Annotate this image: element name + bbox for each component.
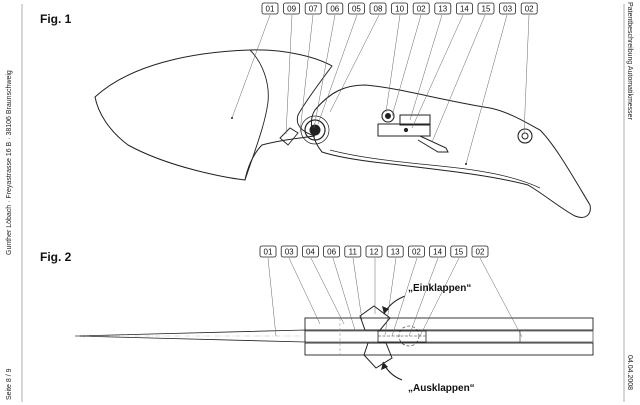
pivot-inner: [309, 124, 321, 136]
callout-label: 15: [482, 5, 491, 14]
lock-detent: [403, 127, 409, 133]
callout-label: 14: [460, 5, 469, 14]
figure-1-callouts: 01 09 07 06 05 08 10 02 13 14 15 03 02: [261, 2, 538, 15]
callout-label: 11: [349, 248, 358, 257]
callout-1-3: 07: [304, 2, 322, 15]
pivot-outer: [304, 119, 326, 141]
callout-1-11: 15: [477, 2, 495, 15]
lanyard-hole-outer: [517, 128, 533, 144]
callout-1-13: 02: [520, 2, 538, 15]
callout-1-1: 01: [261, 2, 279, 15]
callout-1-4: 06: [326, 2, 344, 15]
handle-scale-upper: [304, 317, 594, 331]
callout-1-7: 10: [391, 2, 409, 15]
figure-2-knife: [74, 257, 594, 381]
callout-label: 06: [330, 5, 339, 14]
callout-label: 07: [309, 5, 318, 14]
callout-2-4: 06: [323, 245, 341, 258]
ausklappen-label: „Ausklappen“: [408, 383, 475, 394]
callout-label: 01: [266, 5, 275, 14]
callout-2-11: 02: [471, 245, 489, 258]
release-lever: [417, 135, 449, 153]
callout-label: 10: [395, 5, 404, 14]
handle-outline: [311, 84, 591, 218]
callout-1-2: 09: [283, 2, 301, 15]
figure-1-leader-lines: [231, 14, 530, 165]
callout-label: 01: [264, 248, 273, 257]
pivot-ring: [300, 115, 330, 145]
lock-detail-box: [377, 330, 427, 343]
callout-label: 02: [476, 248, 485, 257]
close-arrowhead: [382, 306, 389, 314]
release-button-lower: [363, 342, 393, 369]
figure-2-leader-lines: [267, 257, 523, 338]
liner: [304, 330, 594, 343]
figure-1-leader-dots: [231, 117, 467, 165]
callout-label: 04: [306, 248, 315, 257]
callout-1-6: 08: [369, 2, 387, 15]
callout-label: 03: [503, 5, 512, 14]
lanyard-hole-inner: [521, 132, 529, 140]
callout-label: 02: [525, 5, 534, 14]
callout-label: 14: [433, 248, 442, 257]
callout-label: 09: [287, 5, 296, 14]
callout-label: 13: [391, 248, 400, 257]
callout-label: 08: [374, 5, 383, 14]
callout-2-2: 03: [280, 245, 298, 258]
callout-label: 06: [327, 248, 336, 257]
callout-1-10: 14: [455, 2, 473, 15]
callout-2-5: 11: [344, 245, 362, 258]
callout-2-8: 02: [407, 245, 425, 258]
figure-2-title: Fig. 2: [40, 250, 72, 264]
lock-housing: [377, 123, 431, 137]
callout-1-9: 13: [434, 2, 452, 15]
callout-label: 02: [417, 5, 426, 14]
blade-outline: [94, 49, 333, 181]
callout-2-3: 04: [301, 245, 319, 258]
callout-label: 02: [412, 248, 421, 257]
callout-label: 03: [285, 248, 294, 257]
callout-2-10: 15: [450, 245, 468, 258]
callout-2-6: 12: [365, 245, 383, 258]
callout-2-9: 14: [429, 245, 447, 258]
figure-1-knife: [94, 14, 591, 218]
pivot-top-view: [398, 325, 420, 347]
blade-notch: [279, 127, 299, 146]
open-arrow: [382, 361, 403, 381]
blade-edge: [244, 49, 269, 181]
figure-1-title: Fig. 1: [40, 12, 72, 26]
callout-2-1: 01: [259, 245, 277, 258]
callout-1-5: 05: [347, 2, 365, 15]
callout-label: 15: [454, 248, 463, 257]
lock-slider: [399, 114, 431, 126]
figure-2-callouts: 01 03 04 06 11 12 13 02 14 15 02: [259, 245, 489, 258]
spring-pin-core: [385, 113, 391, 119]
callout-2-7: 13: [386, 245, 404, 258]
release-button-upper: [359, 305, 391, 331]
callout-1-8: 02: [412, 2, 430, 15]
spring-pin: [381, 109, 395, 123]
callout-label: 12: [370, 248, 379, 257]
open-arrowhead: [381, 362, 388, 370]
callout-label: 13: [438, 5, 447, 14]
callout-1-12: 03: [499, 2, 517, 15]
einklappen-label: „Einklappen“: [408, 283, 471, 294]
handle-scale-lower: [304, 342, 594, 356]
handle-inner-line: [329, 149, 541, 189]
callout-label: 05: [352, 5, 361, 14]
